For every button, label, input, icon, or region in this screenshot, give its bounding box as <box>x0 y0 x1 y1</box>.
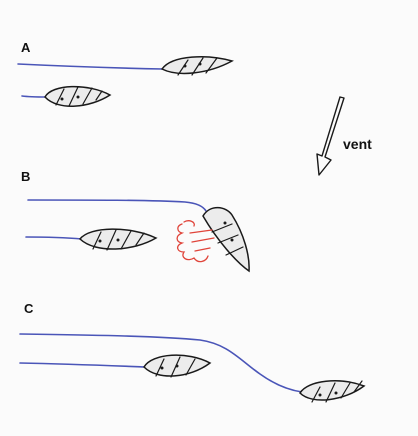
section-a-wake-trailing <box>21 95 47 98</box>
section-b-label: B <box>21 169 30 184</box>
wind-label: vent <box>343 136 372 152</box>
section-b-wake-trailing <box>25 236 83 240</box>
section-a: A <box>17 40 234 107</box>
section-c-wake-leading <box>19 333 303 393</box>
section-a-boat-trailing <box>44 85 112 107</box>
section-a-boat-leading <box>160 56 234 76</box>
section-b-boat-trailing <box>78 228 158 251</box>
section-b-wake-leading <box>27 199 207 212</box>
section-b: B <box>21 169 250 273</box>
section-c-boat-trailing <box>143 354 212 378</box>
wind-indicator: vent <box>316 96 372 176</box>
section-c-label: C <box>24 301 34 316</box>
section-a-wake-leading <box>17 63 164 70</box>
section-a-label: A <box>21 40 31 55</box>
section-b-wind-shadow <box>176 220 215 263</box>
section-c-boat-leading <box>299 380 366 403</box>
section-b-boat-turning <box>202 206 250 273</box>
arrow-down-left-icon <box>316 96 345 176</box>
section-c: C <box>19 301 366 403</box>
section-c-wake-trailing <box>19 362 147 368</box>
